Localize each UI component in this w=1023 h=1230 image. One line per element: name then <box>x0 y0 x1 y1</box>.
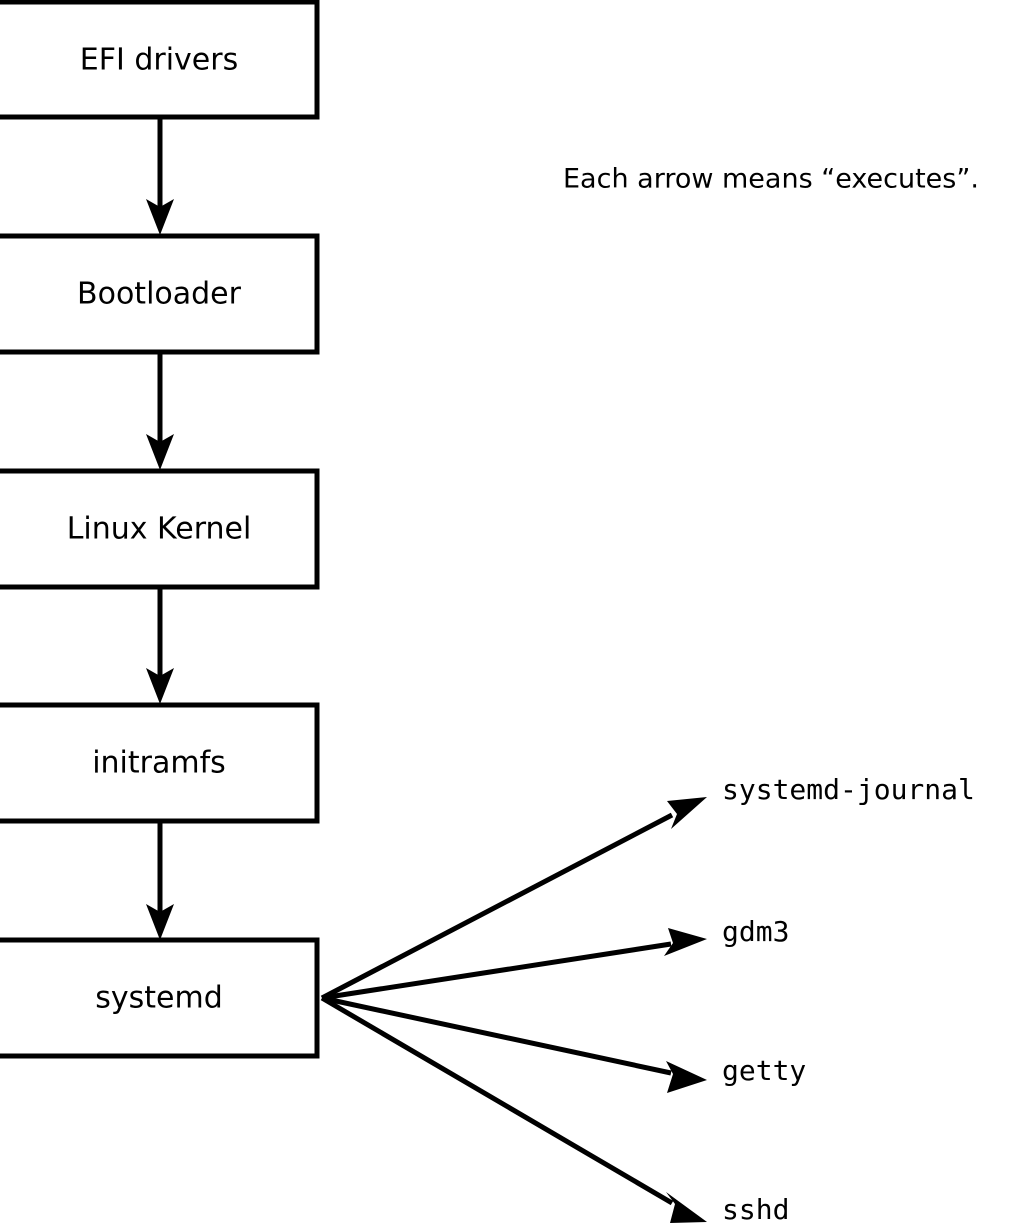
arrowhead-icon <box>666 1061 707 1093</box>
edge-line <box>320 812 674 1001</box>
service-label-getty[interactable]: getty <box>722 1054 806 1087</box>
arrowhead-icon <box>146 199 174 235</box>
edge-line <box>320 995 674 1206</box>
node-box[interactable] <box>0 0 320 120</box>
edge-linux-kernel-to-initramfs <box>146 588 174 704</box>
node-label: Linux Kernel <box>67 512 252 547</box>
node-box[interactable] <box>0 468 320 590</box>
node-label: EFI drivers <box>80 43 238 78</box>
edge-efi-drivers-to-bootloader <box>146 117 174 235</box>
node-bootloader[interactable]: Bootloader <box>0 233 320 355</box>
node-label: initramfs <box>92 746 226 781</box>
arrowhead-icon <box>664 928 707 956</box>
node-label: Bootloader <box>77 277 242 312</box>
node-box[interactable] <box>0 233 320 355</box>
arrowhead-icon <box>666 1192 707 1223</box>
edge-initramfs-to-systemd <box>146 822 174 940</box>
edge-systemd-to-getty <box>321 995 707 1093</box>
node-efi-drivers[interactable]: EFI drivers <box>0 0 320 120</box>
edge-line <box>321 995 672 1076</box>
node-linux-kernel[interactable]: Linux Kernel <box>0 468 320 590</box>
edge-systemd-to-gdm3 <box>321 928 707 1001</box>
node-label: systemd <box>95 981 223 1016</box>
node-box[interactable] <box>0 702 320 824</box>
arrowhead-icon <box>146 904 174 940</box>
service-label-gdm3[interactable]: gdm3 <box>722 915 789 948</box>
arrowhead-icon <box>667 797 707 829</box>
arrowhead-icon <box>146 434 174 470</box>
edge-systemd-to-sshd <box>320 995 707 1223</box>
node-systemd[interactable]: systemd <box>0 937 320 1059</box>
edge-systemd-to-systemd-journal <box>320 797 707 1001</box>
service-label-sshd[interactable]: sshd <box>722 1193 789 1226</box>
node-box[interactable] <box>0 937 320 1059</box>
legend-caption: Each arrow means “executes”. <box>563 164 979 195</box>
edge-line <box>321 941 672 1001</box>
arrowhead-icon <box>146 668 174 704</box>
node-initramfs[interactable]: initramfs <box>0 702 320 824</box>
edge-bootloader-to-linux-kernel <box>146 352 174 470</box>
service-label-systemd-journal[interactable]: systemd-journal <box>722 773 975 806</box>
